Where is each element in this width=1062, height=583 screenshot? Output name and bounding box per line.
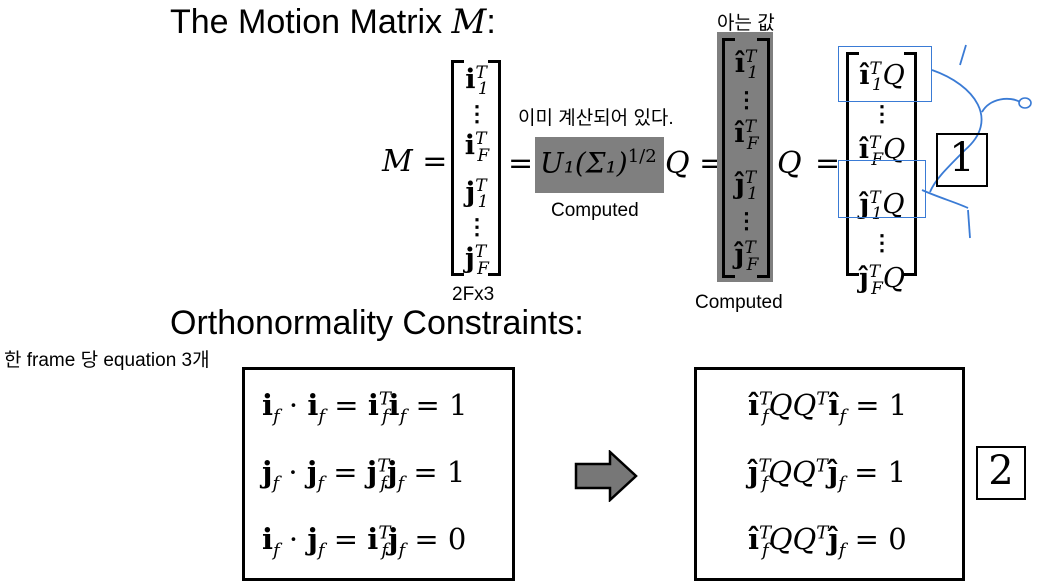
computed-label-1: Computed: [551, 200, 639, 221]
constraint-left-2: jf · jf = jTfjf = 1: [262, 455, 466, 494]
matrix-right-bracket: [488, 60, 501, 276]
computed-label-2: Computed: [695, 292, 783, 313]
equals-3: =: [815, 146, 841, 181]
vdots-1: ⋮: [466, 101, 488, 128]
hat-entry-iF: îTF: [734, 117, 759, 154]
matrix-entry-j1: jT1: [465, 175, 489, 213]
hat-entry-jF: ĵTF: [734, 238, 759, 275]
label-box-2: 2: [976, 446, 1026, 500]
constraint-left-3: if · jf = iTfjf = 0: [262, 522, 467, 561]
q-matrix-column: îT1Q ⋮ îTFQ ĵT1Q ⋮ ĵTFQ: [848, 50, 916, 308]
motion-matrix-column: iT1 ⋮ iTF jT1 ⋮ jTF: [455, 58, 499, 284]
vdots-2: ⋮: [466, 214, 488, 241]
highlight-box-j1: [838, 160, 926, 218]
q-vdots-2: ⋮: [871, 230, 893, 257]
svd-term-base: U₁(Σ₁): [540, 146, 628, 180]
motion-matrix-title: The Motion Matrix M:: [170, 2, 496, 42]
hat-entry-i1: îT1: [734, 47, 759, 84]
motion-matrix-title-symbol: M: [451, 2, 487, 42]
after-svd-q: Q =: [665, 146, 725, 181]
constraint-right-1: îTfQQTîf = 1: [748, 388, 908, 427]
matrix-entry-iF: iTF: [464, 129, 490, 166]
hat-matrix-box: [717, 32, 773, 282]
svd-term-exponent: 1/2: [627, 146, 657, 167]
svd-term-box: [535, 137, 664, 193]
matrix-entry-jF: jTF: [465, 242, 489, 279]
hat-vdots-2: ⋮: [735, 208, 758, 235]
matrix-size-note: 2Fx3: [452, 284, 495, 305]
motion-matrix-title-colon: :: [486, 3, 496, 41]
matrix-entry-i1: iT1: [465, 63, 489, 100]
q-entry-i1: îT1Q: [859, 59, 905, 96]
constraints-left-box: [242, 367, 515, 581]
matrix-left-bracket: [451, 60, 464, 276]
svd-term: U₁(Σ₁)1/2: [540, 146, 657, 179]
q-entry-jF: ĵTFQ: [858, 262, 906, 299]
right-arrow-icon: [574, 450, 638, 502]
constraint-right-3: îTfQQTĵf = 0: [748, 522, 907, 561]
highlight-box-i1: [838, 46, 932, 102]
hat-entry-j1: ĵT1: [735, 167, 758, 205]
q-matrix-left-bracket: [846, 52, 859, 276]
constraints-right-box: [694, 367, 965, 581]
orthonormality-title: Orthonormality Constraints:: [170, 304, 584, 342]
after-hat-q: Q: [777, 146, 802, 181]
already-computed-note: 이미 계산되어 있다.: [518, 108, 674, 129]
hat-matrix-right-bracket: [757, 38, 770, 278]
hat-vdots-1: ⋮: [735, 87, 758, 114]
constraint-right-2: ĵTfQQTĵf = 1: [748, 455, 907, 494]
q-vdots-1: ⋮: [871, 101, 893, 128]
label-box-1: 1: [936, 133, 988, 187]
hat-matrix-column: îT1 ⋮ îTF ĵT1 ⋮ ĵTF: [724, 40, 769, 282]
equals-1: =: [508, 146, 534, 181]
motion-matrix-title-text: The Motion Matrix: [170, 3, 452, 41]
per-frame-note: 한 frame 당 equation 3개: [4, 350, 210, 371]
q-matrix-right-bracket: [904, 52, 917, 276]
equation-lhs: M =: [382, 144, 448, 179]
known-value-note: 아는 값: [717, 13, 775, 34]
constraint-left-1: if · if = iTfif = 1: [262, 388, 468, 427]
hat-matrix-left-bracket: [722, 38, 735, 278]
q-entry-j1: ĵT1Q: [859, 187, 905, 225]
q-entry-iF: îTFQ: [858, 133, 906, 170]
